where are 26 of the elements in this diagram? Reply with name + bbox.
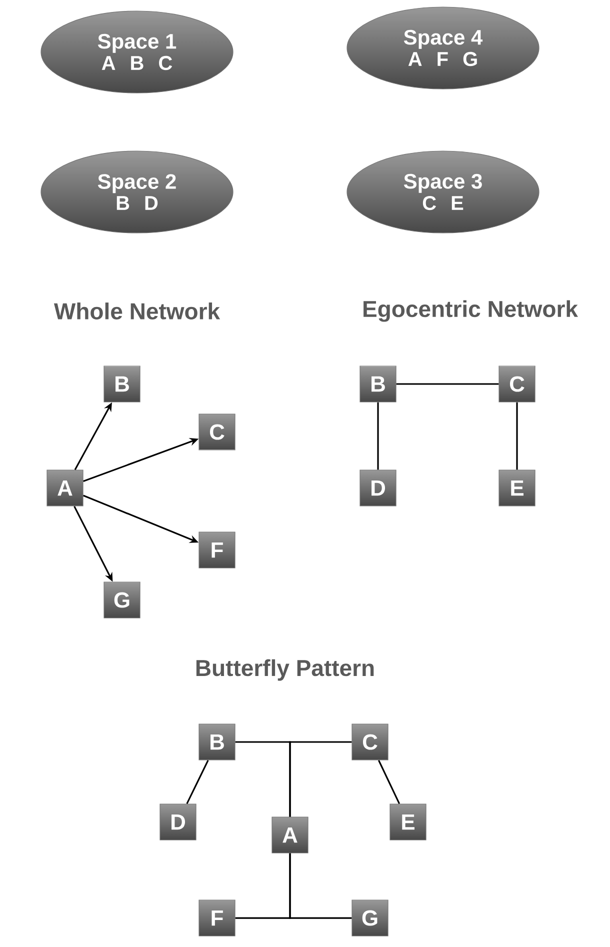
connector-line (378, 760, 400, 804)
node-box: G (352, 900, 388, 936)
section-heading: Whole Network (54, 302, 220, 320)
node-box: F (198, 900, 236, 936)
connector-line (289, 853, 352, 919)
connector-line (289, 741, 352, 817)
node-box: B (198, 724, 236, 760)
node-box: C (352, 724, 388, 760)
section-heading: Butterfly Pattern (196, 659, 374, 681)
section-heading: Egocentric Network (364, 300, 578, 322)
connector-line (396, 383, 499, 385)
node-box: D (160, 804, 196, 840)
node-box: C (198, 414, 236, 450)
connector-line (186, 760, 209, 804)
node-box: A (272, 816, 308, 854)
node-box: B (104, 366, 140, 402)
node-box: G (104, 582, 140, 618)
node-box: F (198, 532, 236, 568)
node-box: A (46, 470, 84, 506)
connector-line (516, 402, 518, 470)
connector-line (377, 402, 379, 470)
node-box: D (360, 470, 396, 506)
node-box: E (498, 470, 536, 506)
node-box: B (360, 366, 396, 402)
node-box: E (390, 804, 426, 840)
node-box: C (498, 366, 536, 402)
